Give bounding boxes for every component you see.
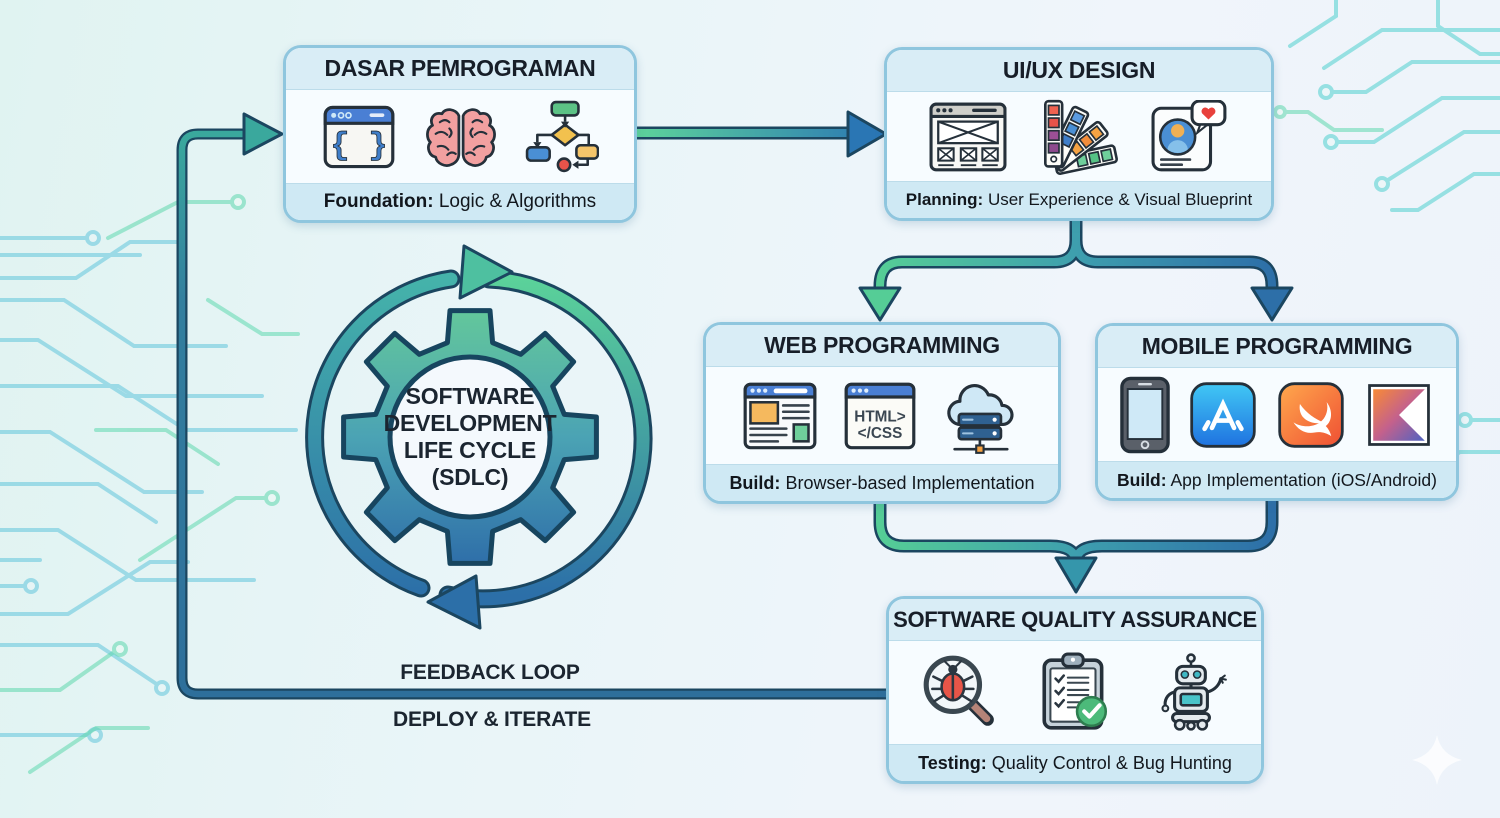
node-caption: Foundation: Logic & Algorithms	[286, 183, 634, 220]
code-window-icon: { }	[323, 105, 395, 168]
caption-lead: Planning:	[905, 190, 984, 209]
feedback-loop-label: FEEDBACK LOOP	[400, 661, 580, 684]
node-title: SOFTWARE QUALITY ASSURANCE	[889, 599, 1261, 641]
bug-magnifier-icon	[923, 655, 994, 726]
arrowheads	[242, 110, 1294, 594]
node-icon-row	[889, 641, 1261, 744]
node-title: DASAR PEMROGRAMAN	[286, 48, 634, 90]
sdlc-line-1: SOFTWARE	[405, 383, 535, 409]
node-web-programming: WEB PROGRAMMING HTML> </CSS	[703, 322, 1061, 504]
feedback-loop-line	[178, 130, 892, 698]
sdlc-line-3: LIFE CYCLE	[403, 436, 537, 463]
node-icon-row: HTML> </CSS	[706, 367, 1058, 464]
caption-lead: Build:	[1117, 469, 1167, 490]
arrow-uiux-to-web	[876, 236, 1080, 298]
html-label: HTML>	[854, 408, 905, 425]
caption-rest: Browser-based Implementation	[780, 472, 1035, 493]
arrowhead-into-sqa	[1054, 556, 1098, 594]
node-title: WEB PROGRAMMING	[706, 325, 1058, 367]
kotlin-icon	[1368, 383, 1430, 446]
node-uiux-design: UI/UX DESIGN	[884, 47, 1274, 221]
brain-icon	[426, 107, 496, 167]
node-title: MOBILE PROGRAMMING	[1098, 326, 1456, 368]
sdlc-cycle-ring	[308, 244, 650, 630]
node-caption: Planning: User Experience & Visual Bluep…	[887, 181, 1271, 218]
gear-icon	[341, 308, 599, 566]
node-caption: Build: App Implementation (iOS/Android)	[1098, 461, 1456, 498]
node-mobile-programming: MOBILE PROGRAMMING	[1095, 323, 1459, 501]
svg-text:{ }: { }	[331, 127, 388, 163]
deploy-iterate-label: DEPLOY & ITERATE	[393, 708, 591, 731]
caption-rest: Logic & Algorithms	[433, 191, 597, 212]
arrow-web-to-sqa	[876, 490, 1080, 566]
cloud-server-icon	[947, 383, 1014, 454]
node-title: UI/UX DESIGN	[887, 50, 1271, 92]
caption-lead: Foundation:	[323, 191, 434, 212]
html-css-window-icon: HTML> </CSS	[844, 382, 916, 449]
arrow-uiux-to-mobile	[1072, 236, 1276, 298]
caption-lead: Build:	[729, 472, 781, 493]
webpage-icon	[743, 382, 817, 449]
node-icon-row	[1098, 368, 1456, 461]
sparkle-icon	[1412, 735, 1462, 785]
circuit-traces-top-right	[1288, 0, 1500, 478]
smartphone-icon	[1120, 376, 1170, 453]
node-software-quality-assurance: SOFTWARE QUALITY ASSURANCE	[886, 596, 1264, 784]
caption-lead: Testing:	[918, 752, 987, 773]
node-icon-row: { }	[286, 90, 634, 183]
node-caption: Testing: Quality Control & Bug Hunting	[889, 744, 1261, 781]
profile-card-icon	[1151, 99, 1227, 171]
caption-rest: Quality Control & Bug Hunting	[986, 752, 1232, 773]
arrowhead-into-dasar	[242, 112, 284, 156]
checklist-icon	[1042, 652, 1108, 730]
color-palette-icon	[1044, 99, 1118, 175]
caption-rest: User Experience & Visual Blueprint	[983, 190, 1253, 209]
circuit-traces-left	[0, 230, 298, 743]
arrowhead-into-web	[858, 286, 902, 322]
sdlc-line-4: (SDLC)	[431, 463, 509, 490]
wireframe-icon	[929, 102, 1007, 171]
node-dasar-pemrograman: DASAR PEMROGRAMAN { }	[283, 45, 637, 223]
css-label: </CSS	[858, 425, 903, 442]
flowchart-icon	[525, 100, 599, 172]
app-store-icon	[1190, 381, 1256, 448]
node-caption: Build: Browser-based Implementation	[706, 464, 1058, 501]
arrowhead-into-uiux	[846, 110, 888, 158]
swift-icon	[1278, 381, 1344, 448]
caption-rest: App Implementation (iOS/Android)	[1166, 469, 1437, 490]
circuit-traces-green	[0, 105, 1384, 774]
robot-icon	[1161, 652, 1227, 731]
arrowhead-into-mobile	[1250, 286, 1294, 322]
sdlc-line-2: DEVELOPMENT	[383, 409, 557, 436]
arrow-mobile-to-sqa	[1072, 488, 1276, 566]
ring-arrowhead-bottom	[426, 574, 482, 630]
node-icon-row	[887, 92, 1271, 181]
sdlc-center-label: SOFTWARE DEVELOPMENT LIFE CYCLE (SDLC)	[350, 383, 590, 491]
ring-arrowhead-top	[458, 244, 514, 300]
